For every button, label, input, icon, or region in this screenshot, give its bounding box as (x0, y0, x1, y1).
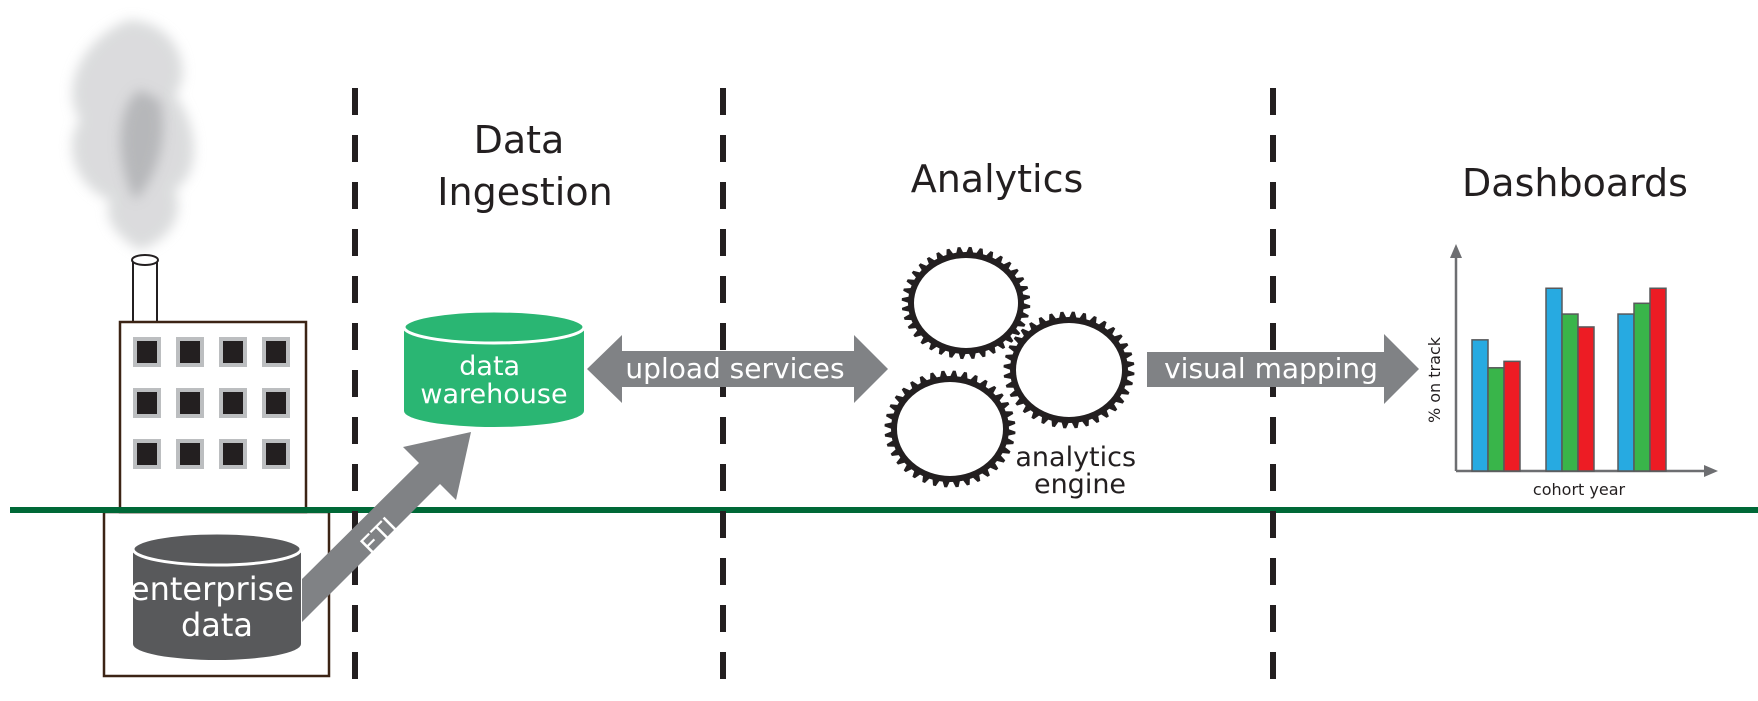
enterprise-data-cylinder: enterprise data (130, 531, 304, 660)
factory-window-pane (137, 443, 157, 465)
analytics-engine-gears (884, 246, 1135, 488)
factory-window-pane (266, 443, 286, 465)
enterprise-data-label: enterprise data (130, 570, 304, 644)
etl-arrow: ETL (302, 432, 471, 622)
data-warehouse-cylinder: data warehouse (402, 309, 586, 427)
chart-xlabel: cohort year (1533, 480, 1626, 499)
factory-window-pane (180, 392, 200, 414)
factory-window-pane (223, 341, 243, 363)
factory-window-pane (137, 392, 157, 414)
chart-bar (1545, 287, 1563, 472)
section-title-data-ingestion: Data Ingestion (437, 118, 612, 214)
section-title-dashboards: Dashboards (1462, 161, 1688, 205)
chart-bars (1471, 287, 1667, 472)
chart-ylabel: % on track (1425, 336, 1444, 423)
gear-icon (1003, 311, 1135, 429)
dashboard-bar-chart: cohort year % on track (1425, 244, 1718, 499)
factory-window-pane (180, 341, 200, 363)
factory-icon (118, 320, 308, 514)
factory-window-pane (223, 443, 243, 465)
chart-bar (1577, 326, 1595, 472)
section-title-analytics: Analytics (911, 157, 1084, 201)
section-dividers (352, 88, 1276, 696)
chart-bar (1487, 367, 1505, 472)
factory-window-pane (180, 443, 200, 465)
chart-bar (1471, 339, 1489, 472)
chart-bar (1633, 302, 1651, 472)
chart-bar (1617, 313, 1635, 472)
data-warehouse-label: data warehouse (420, 351, 567, 410)
gear-icon (884, 370, 1016, 488)
factory-window-pane (137, 341, 157, 363)
chimney (131, 254, 159, 323)
factory-window-pane (266, 341, 286, 363)
chart-bar (1649, 287, 1667, 472)
factory-window-pane (223, 392, 243, 414)
gear-icon (901, 246, 1031, 360)
smoke-icon (71, 20, 194, 250)
chart-bar (1561, 313, 1579, 472)
upload-services-label: upload services (625, 352, 844, 385)
chart-bar (1503, 360, 1521, 472)
factory-window-pane (266, 392, 286, 414)
visual-mapping-label: visual mapping (1164, 352, 1378, 385)
analytics-engine-label: analytics engine (1015, 442, 1144, 500)
upload-services-arrow: upload services (587, 335, 888, 403)
factory-windows (133, 337, 290, 469)
visual-mapping-arrow: visual mapping (1147, 334, 1419, 404)
